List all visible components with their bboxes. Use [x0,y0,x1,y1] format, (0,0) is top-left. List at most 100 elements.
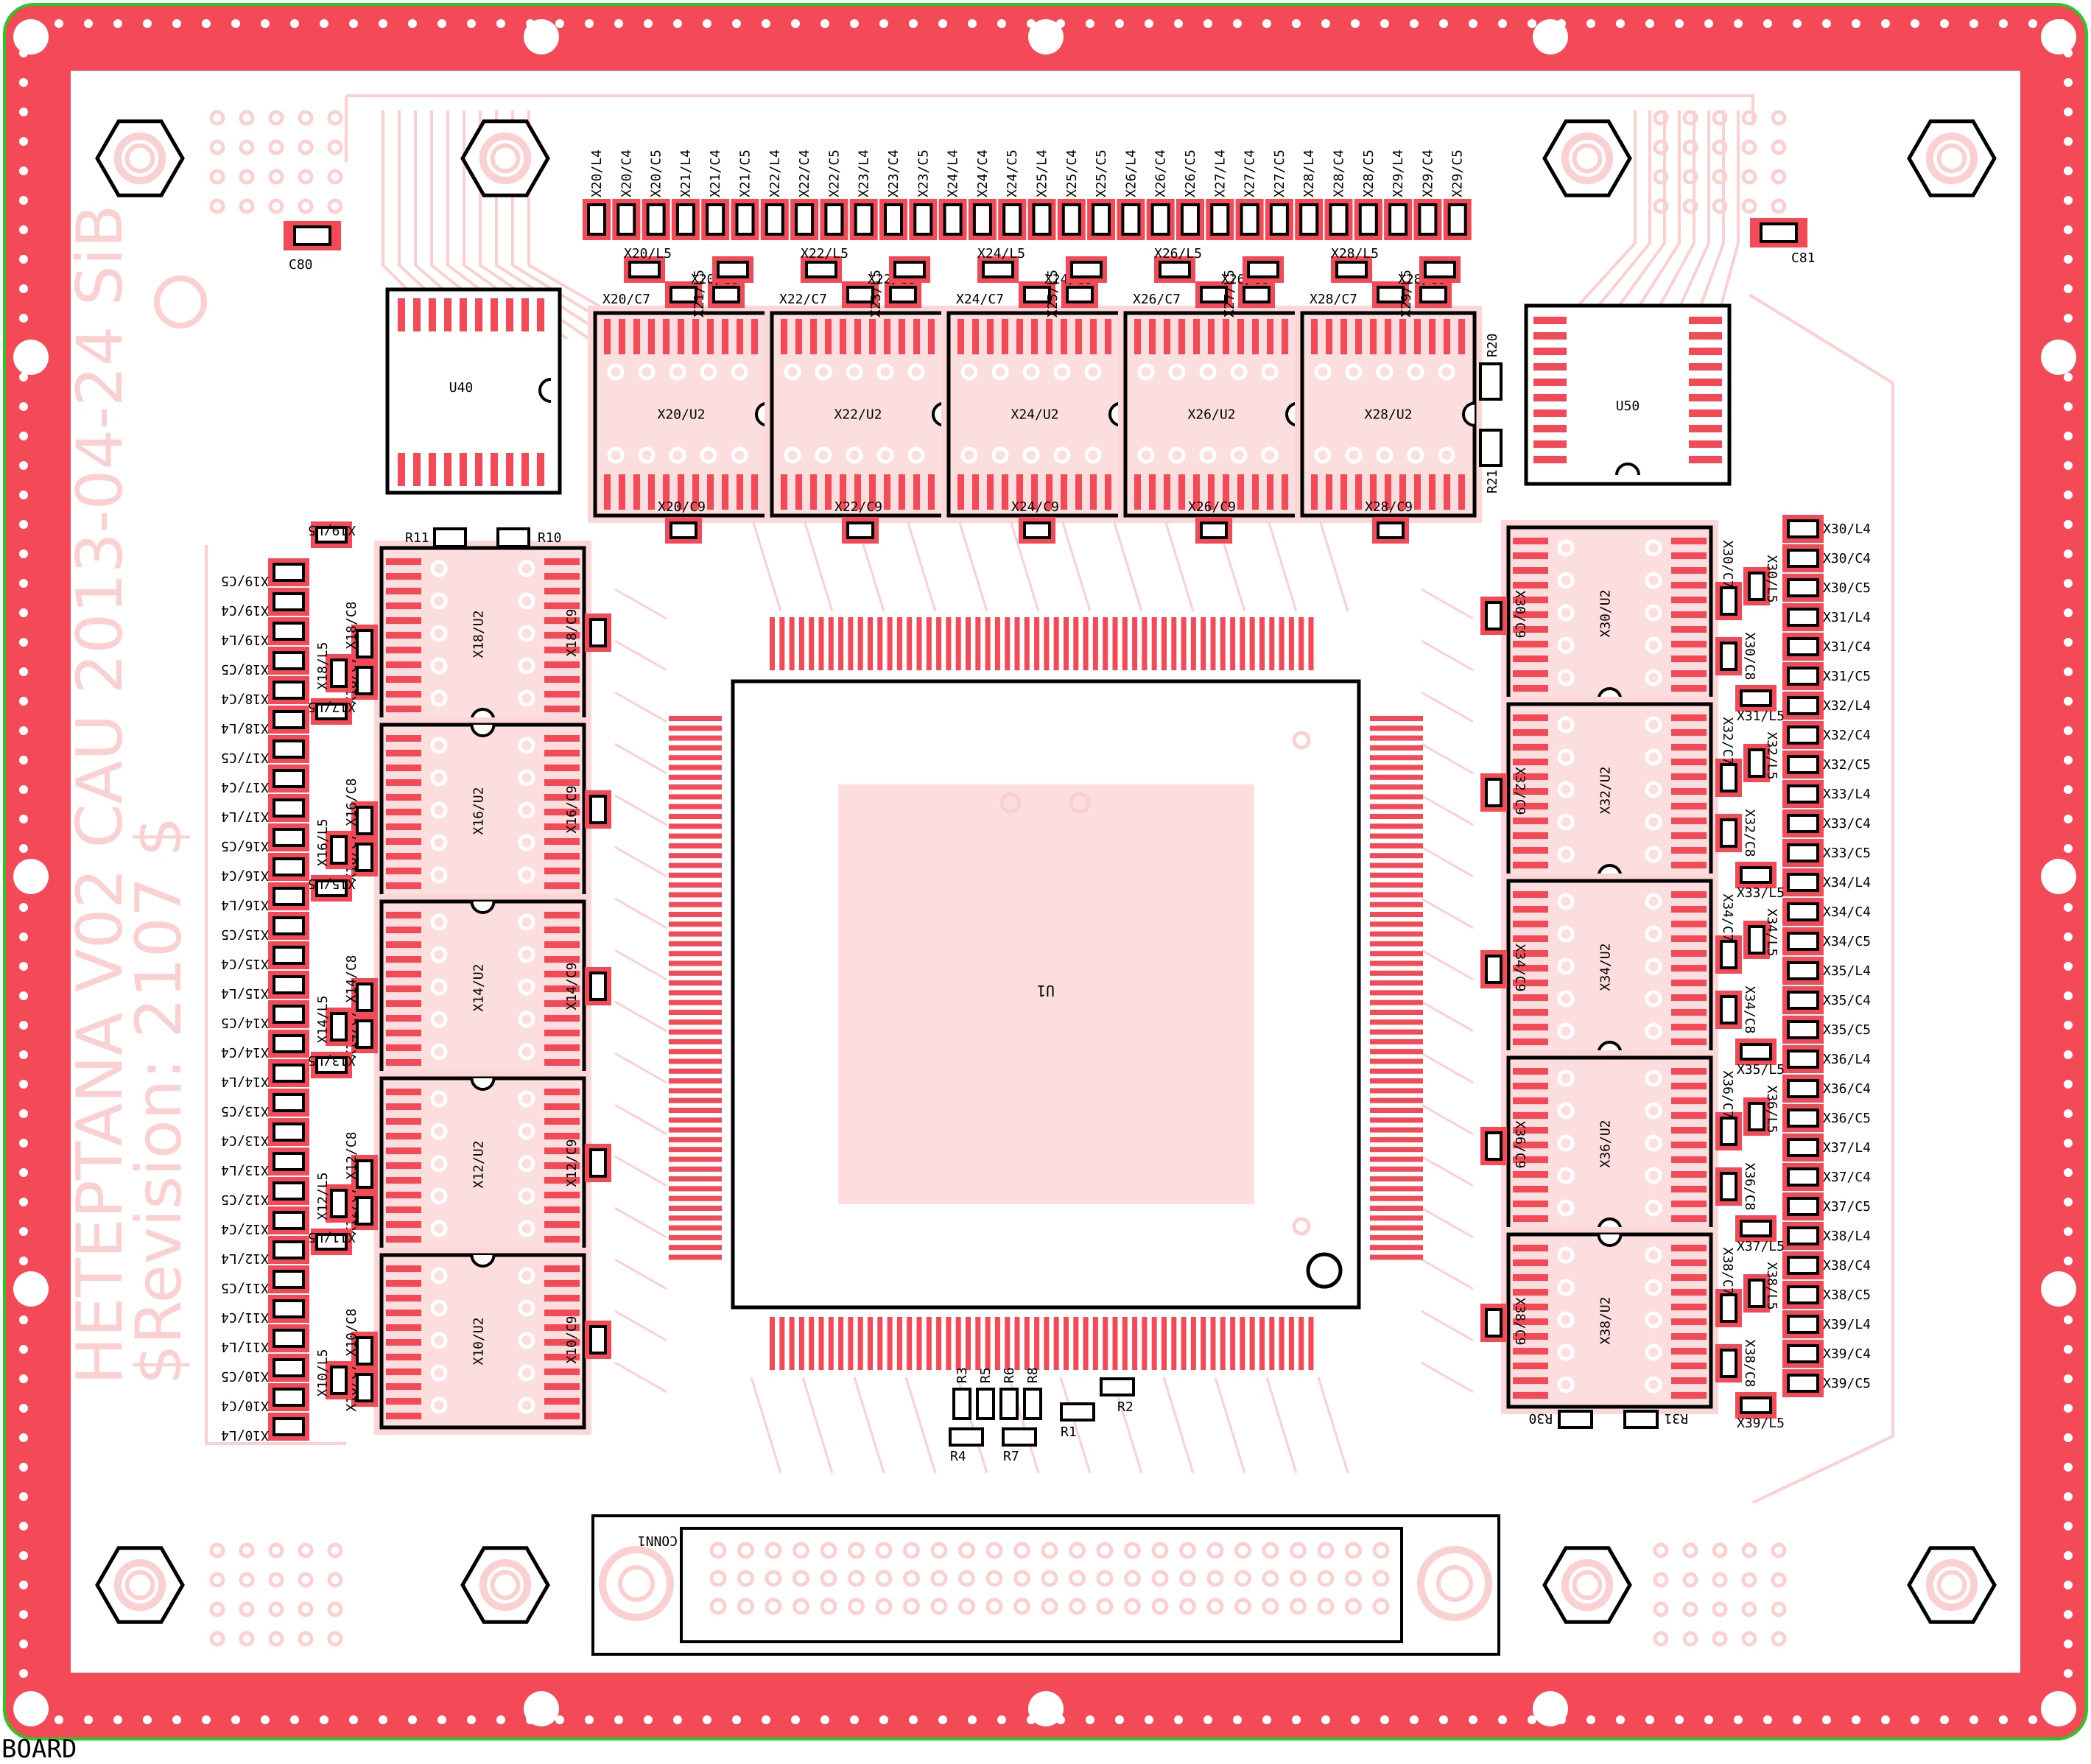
right-part-23: X37/C5 [1823,1199,1871,1215]
left-part-15: X14/C5 [221,1015,269,1030]
left-chip-2[interactable]: X14/U2 [374,894,591,1081]
top-l5-6: X26/L5 [1154,246,1202,261]
right-chip-2[interactable]: X34/U2 [1501,874,1718,1061]
left-l5-2: X15/L5 [308,876,356,891]
chip-u50[interactable]: U50 [1524,303,1732,486]
left-part-12: X15/C5 [221,927,269,942]
right-chip-c7-1: X32/C7 [1720,717,1735,765]
c81-label: C81 [1791,250,1816,266]
right-chip-1[interactable]: X32/U2 [1501,697,1718,884]
left-chip-c9-3: X12/C9 [564,1139,580,1187]
r20-label: R20 [1485,333,1500,357]
left-part-8: X17/L4 [221,809,269,824]
top-chip-c9-3: X26/C9 [1188,499,1236,515]
top-l5-2: X22/L5 [801,246,848,261]
r6-label: R6 [1002,1367,1017,1383]
top-part-24: X28/L4 [1301,150,1317,197]
left-part-20: X13/L4 [221,1162,269,1178]
top-chip-0[interactable]: X20/U2 [588,306,775,523]
left-part-19: X13/C4 [221,1133,269,1148]
top-part-10: X23/C4 [886,150,902,197]
left-part-10: X16/C4 [221,868,269,883]
top-part-16: X25/C4 [1064,150,1080,197]
top-chip-1[interactable]: X22/U2 [765,306,952,523]
top-part-5: X21/C5 [738,150,753,197]
top-chip-4-label: X28/U2 [1364,407,1412,423]
main-chip[interactable]: U1 [669,617,1423,1370]
left-chip-l5-1: X16/L5 [315,818,331,866]
left-chip-l5-2: X14/L5 [315,995,331,1043]
left-chip-0[interactable]: X18/U2 [374,541,591,728]
right-chip-l5-2: X34/L5 [1764,908,1779,956]
top-chip-c9-1: X22/C9 [834,499,882,515]
right-chip-0[interactable]: X30/U2 [1501,520,1718,707]
r8-label: R8 [1025,1367,1041,1383]
left-part-25: X11/C4 [221,1310,269,1325]
right-chip-c8-3: X36/C8 [1742,1162,1757,1210]
top-chip-2[interactable]: X24/U2 [941,306,1128,523]
left-part-7: X17/C4 [221,779,269,795]
left-part-24: X11/C5 [221,1280,269,1296]
left-l5-0: X19/L5 [308,522,356,538]
silkscreen-text: HETEPTANA V02 CAU 2013-04-24 SiB $Revisi… [63,205,196,1385]
silkscreen-line2: $Revision: 2107 $ [122,817,196,1385]
left-part-28: X10/C4 [221,1398,269,1413]
right-part-25: X38/C4 [1823,1258,1871,1273]
u1-label: U1 [1037,982,1055,999]
right-part-11: X33/C5 [1823,846,1871,861]
right-chip-c8-4: X38/C8 [1742,1339,1757,1387]
top-chip-row: X20/U2X20/C7X20/C8X20/C9X22/U2X22/C7X22/… [588,272,1482,544]
left-part-9: X16/C5 [221,838,269,854]
left-chip-c8-3: X12/C8 [344,1131,359,1179]
r7-label: R7 [1003,1449,1019,1464]
silkscreen-line1: HETEPTANA V02 CAU 2013-04-24 SiB [63,205,137,1385]
chip-u40[interactable]: U40 [385,287,562,495]
top-chip-3[interactable]: X26/U2 [1118,306,1305,523]
left-part-26: X11/L4 [221,1339,269,1354]
left-l5-3: X13/L5 [308,1053,356,1068]
right-part-0: X30/L4 [1823,521,1871,537]
top-l5-4: X24/L5 [977,246,1025,261]
top-l5-8: X28/L5 [1331,246,1379,261]
left-chip-2-label: X14/U2 [471,963,487,1011]
right-l5-4: X39/L5 [1737,1416,1785,1431]
r11-label: R11 [405,530,429,546]
left-chip-column: X18/U2X18/C8X18/C7X18/C9X18/L5X16/U2X16/… [315,541,611,1435]
top-l5-3: X23/L5 [868,270,884,317]
top-chip-c7-0: X20/C7 [602,292,650,307]
right-chip-4[interactable]: X38/U2 [1501,1227,1718,1414]
right-chip-l5-0: X30/L5 [1764,555,1779,602]
top-l5-0: X20/L5 [624,246,672,261]
u1-pin1-marker [1306,1252,1343,1289]
left-part-18: X13/C5 [221,1103,269,1119]
left-chip-c9-0: X18/C9 [564,608,580,656]
right-chip-c8-1: X32/C8 [1742,809,1757,857]
right-part-5: X31/C5 [1823,669,1871,684]
right-part-2: X30/C5 [1823,580,1871,596]
left-chip-c8-0: X18/C8 [344,601,359,649]
top-part-2: X20/C5 [649,150,664,197]
board-label: BOARD [1,1735,77,1764]
right-l5-2: X35/L5 [1737,1062,1785,1078]
connector-conn1[interactable]: CONN1 [591,1514,1500,1656]
right-part-21: X37/L4 [1823,1140,1871,1156]
right-chip-l5-4: X38/L5 [1764,1262,1779,1310]
left-chip-1[interactable]: X16/U2 [374,717,591,904]
edge-holes [13,19,2076,1726]
right-chip-3[interactable]: X36/U2 [1501,1050,1718,1237]
top-chip-4[interactable]: X28/U2 [1295,306,1482,523]
top-chip-c9-4: X28/C9 [1365,499,1413,515]
left-l5-4: X11/L5 [308,1229,356,1245]
left-part-23: X12/L4 [221,1251,269,1266]
right-part-24: X38/L4 [1823,1229,1871,1244]
left-chip-3-label: X12/U2 [471,1140,487,1188]
right-part-29: X39/C5 [1823,1376,1871,1391]
right-part-12: X34/L4 [1823,875,1871,890]
left-chip-4[interactable]: X10/U2 [374,1248,591,1435]
right-part-8: X32/C5 [1823,757,1871,773]
r2-label: R2 [1117,1399,1134,1415]
left-chip-3[interactable]: X12/U2 [374,1071,591,1258]
right-chip-c7-4: X38/C7 [1720,1247,1735,1295]
right-part-18: X36/L4 [1823,1052,1871,1067]
right-chip-c8-0: X30/C8 [1742,632,1757,680]
